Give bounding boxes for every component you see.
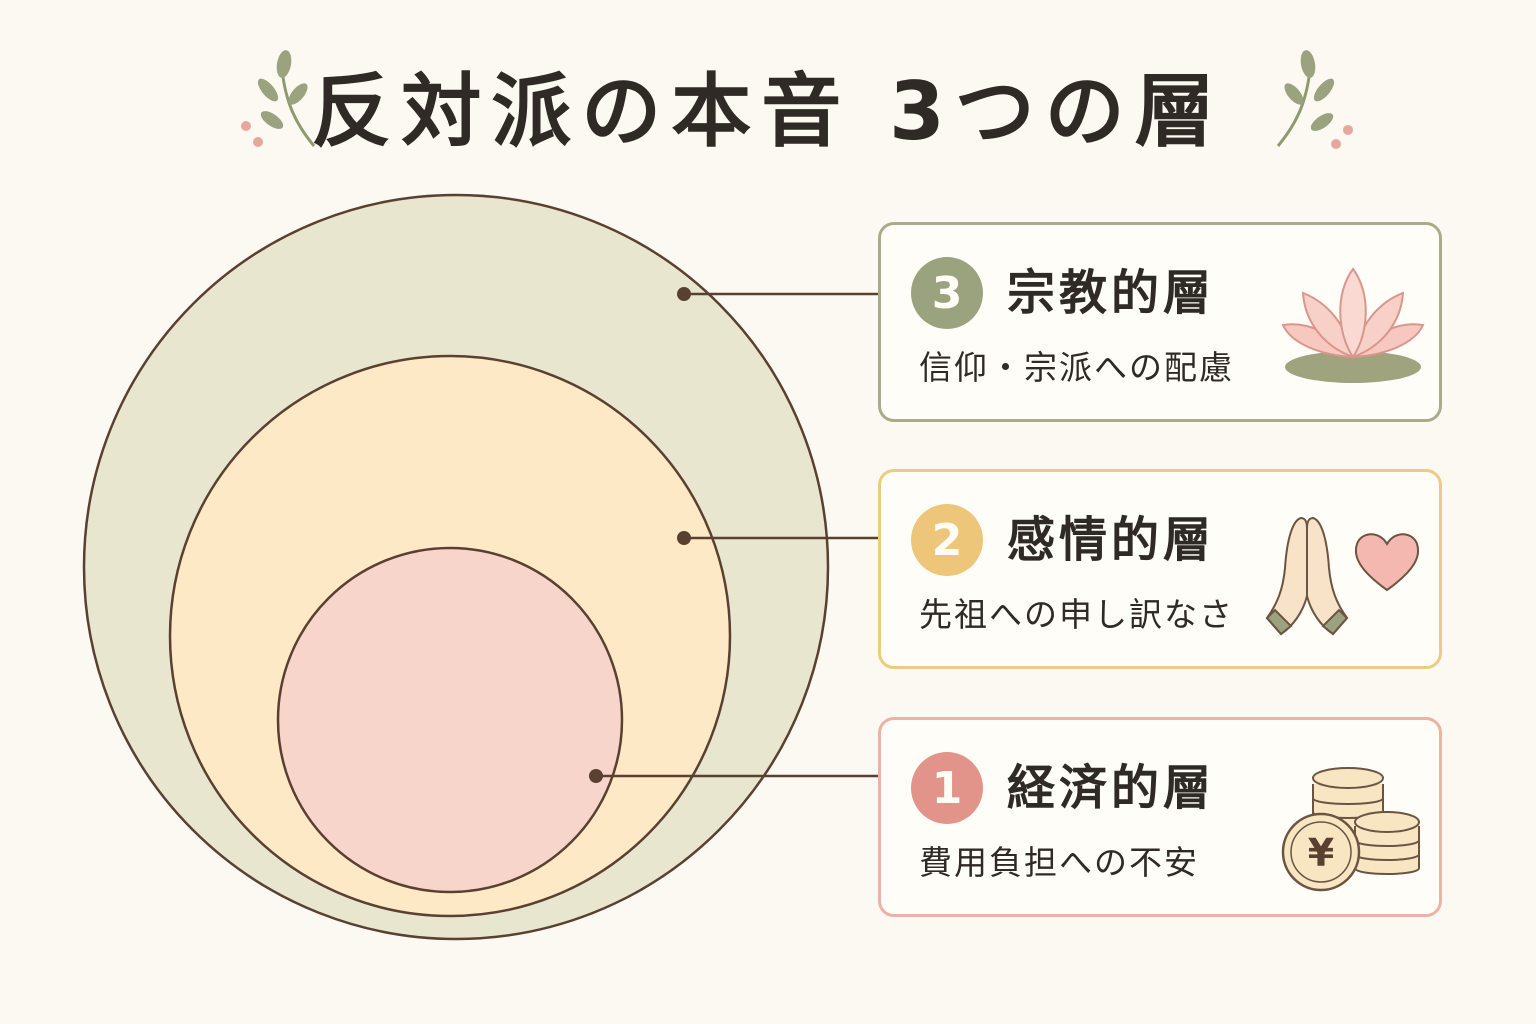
connector-dot-1 (589, 769, 603, 783)
card-title: 感情的層 (1007, 512, 1216, 568)
yen-symbol: ¥ (1308, 831, 1334, 875)
inner-circle-economic (276, 546, 624, 894)
left-sprig-icon (241, 50, 316, 147)
card-religious-layer: 3 宗教的層 信仰・宗派への配慮 (878, 222, 1442, 422)
card-economic-layer: 1 経済的層 費用負担への不安 ¥ (878, 717, 1442, 917)
number-badge: 2 (911, 504, 983, 576)
card-subtitle: 信仰・宗派への配慮 (919, 348, 1234, 387)
card-title: 宗教的層 (1007, 265, 1216, 321)
lotus-icon (1281, 267, 1425, 383)
praying-hands-heart-icon (1265, 516, 1420, 636)
right-sprig-icon (1276, 50, 1353, 149)
card-subtitle: 先祖への申し訳なさ (919, 595, 1234, 634)
card-emotional-layer: 2 感情的層 先祖への申し訳なさ (878, 469, 1442, 669)
card-title: 経済的層 (1007, 760, 1216, 816)
number-badge: 3 (911, 257, 983, 329)
page-title: 反対派の本音 3つの層 (311, 65, 1225, 158)
number-badge: 1 (911, 752, 983, 824)
yen-coins-icon: ¥ (1281, 767, 1420, 892)
card-subtitle: 費用負担への不安 (919, 843, 1199, 882)
connector-dot-2 (677, 531, 691, 545)
connector-dot-3 (677, 287, 691, 301)
